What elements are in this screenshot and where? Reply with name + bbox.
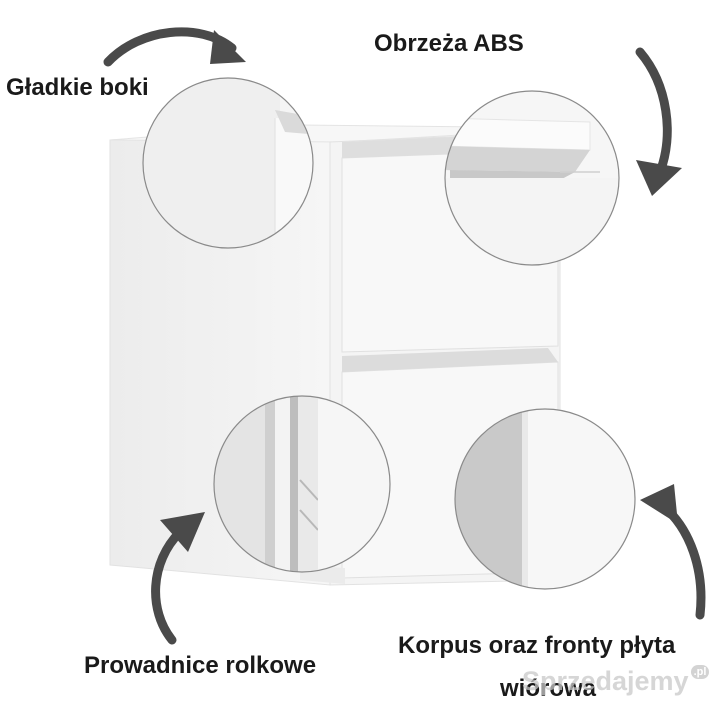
label-smooth-sides: Gładkie boki bbox=[6, 74, 149, 101]
label-abs-edges: Obrzeża ABS bbox=[374, 30, 524, 57]
zoom-abs-edges bbox=[444, 90, 620, 266]
label-roller-runners: Prowadnice rolkowe bbox=[84, 652, 317, 679]
watermark-suffix: .pl bbox=[690, 665, 710, 679]
label-body-fronts-line2: wiórowa bbox=[500, 675, 597, 702]
label-body-fronts-line1: Korpus oraz fronty płyta bbox=[398, 632, 676, 659]
arrow-to-roller-runners bbox=[151, 512, 205, 645]
zoom-particle-board bbox=[454, 408, 636, 590]
arrow-to-abs-edges bbox=[635, 47, 682, 196]
drawer-bottom-handle bbox=[342, 348, 558, 372]
arrow-to-smooth-sides bbox=[103, 27, 246, 67]
watermark: Sprzedajemy.pl bbox=[522, 665, 710, 697]
arrow-to-particle-board bbox=[640, 484, 706, 620]
watermark-text: Sprzedajemy bbox=[522, 666, 689, 696]
zoom-smooth-sides bbox=[142, 77, 314, 249]
zoom-roller-runners bbox=[213, 395, 391, 573]
